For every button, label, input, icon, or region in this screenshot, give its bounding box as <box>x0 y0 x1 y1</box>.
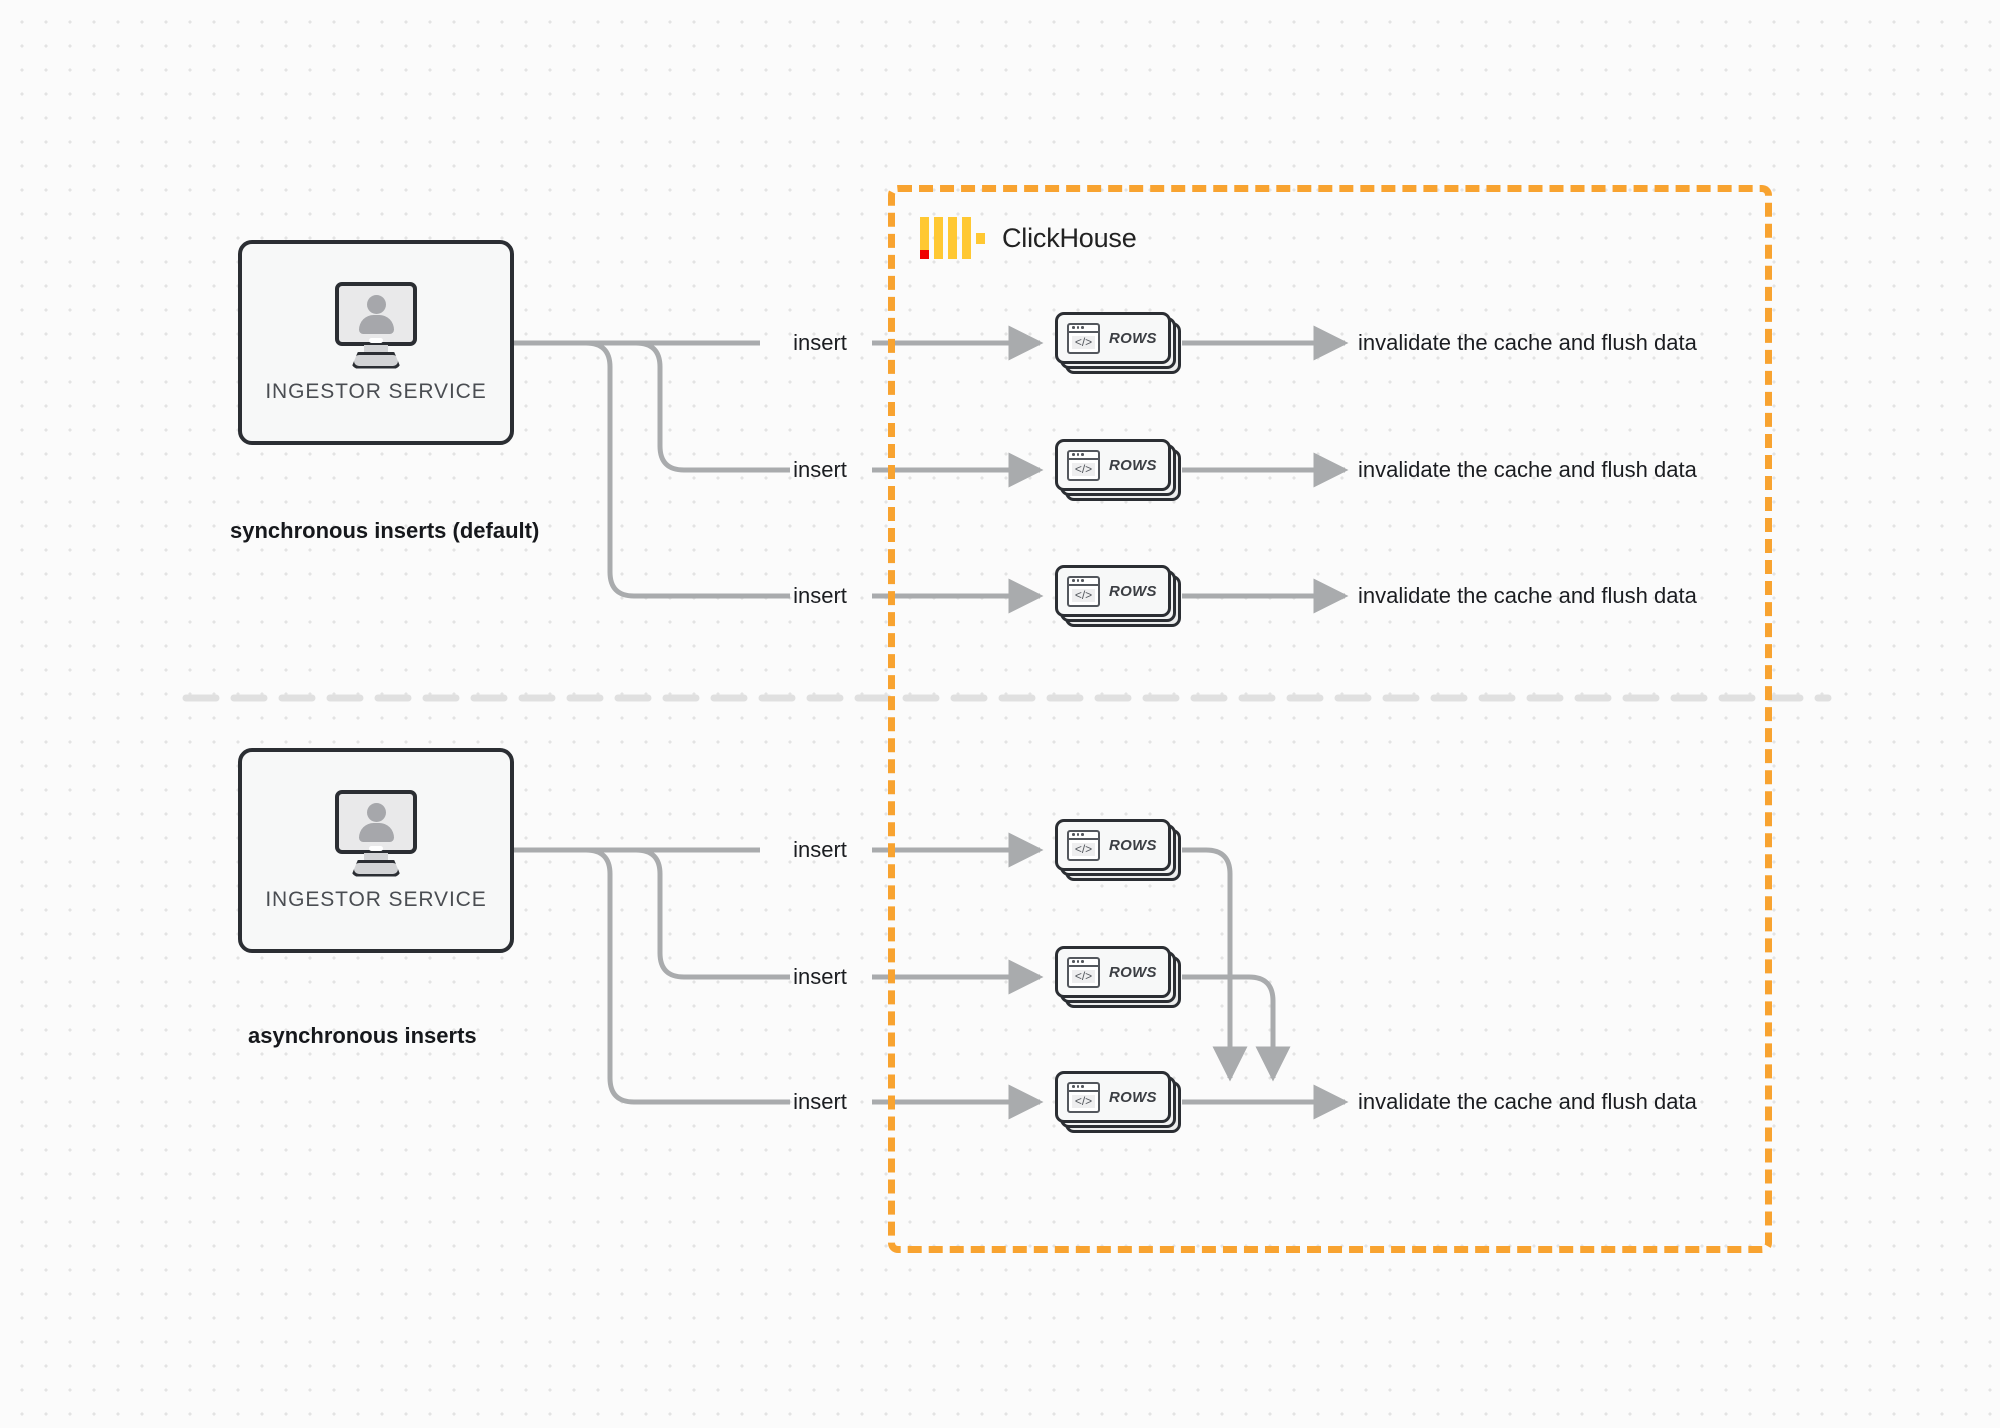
output-label-sync-2: invalidate the cache and flush data <box>1358 457 1697 482</box>
rows-card-label: ROWS <box>1109 1088 1157 1106</box>
rows-card-sync-1: </> ROWS <box>1055 312 1181 374</box>
rows-card-label: ROWS <box>1109 836 1157 854</box>
ingestor-service-label-sync: INGESTOR SERVICE <box>265 379 487 403</box>
ingestor-service-sync: INGESTOR SERVICE <box>238 240 514 445</box>
insert-label-async-1: insert <box>793 837 847 862</box>
rows-card-label: ROWS <box>1109 329 1157 347</box>
output-label-sync-1: invalidate the cache and flush data <box>1358 330 1697 355</box>
insert-label-async-2: insert <box>793 964 847 989</box>
rows-card-async-1: </> ROWS <box>1055 819 1181 881</box>
code-window-icon: </> <box>1067 956 1100 988</box>
clickhouse-wordmark: ClickHouse <box>1002 222 1137 253</box>
output-label-sync-3: invalidate the cache and flush data <box>1358 583 1697 608</box>
clickhouse-logo-icon <box>920 217 985 259</box>
insert-label-sync-1: insert <box>793 330 847 355</box>
rows-card-label: ROWS <box>1109 963 1157 981</box>
clickhouse-boundary <box>888 185 1772 1253</box>
monitor-user-icon <box>329 281 423 370</box>
insert-label-sync-3: insert <box>793 583 847 608</box>
code-window-icon: </> <box>1067 322 1100 354</box>
rows-card-async-2: </> ROWS <box>1055 946 1181 1008</box>
rows-card-label: ROWS <box>1109 582 1157 600</box>
insert-label-async-3: insert <box>793 1089 847 1114</box>
monitor-user-icon <box>329 789 423 878</box>
rows-card-label: ROWS <box>1109 456 1157 474</box>
ingestor-service-async: INGESTOR SERVICE <box>238 748 514 953</box>
rows-card-sync-2: </> ROWS <box>1055 439 1181 501</box>
ingestor-service-label-async: INGESTOR SERVICE <box>265 887 487 911</box>
code-window-icon: </> <box>1067 829 1100 861</box>
output-label-async-merged: invalidate the cache and flush data <box>1358 1089 1697 1114</box>
caption-synchronous: synchronous inserts (default) <box>230 518 540 543</box>
insert-label-sync-2: insert <box>793 457 847 482</box>
rows-card-async-3: </> ROWS <box>1055 1071 1181 1133</box>
caption-asynchronous: asynchronous inserts <box>248 1023 477 1048</box>
code-window-icon: </> <box>1067 449 1100 481</box>
code-window-icon: </> <box>1067 575 1100 607</box>
code-window-icon: </> <box>1067 1081 1100 1113</box>
rows-card-sync-3: </> ROWS <box>1055 565 1181 627</box>
clickhouse-brand: ClickHouse <box>920 215 1137 261</box>
